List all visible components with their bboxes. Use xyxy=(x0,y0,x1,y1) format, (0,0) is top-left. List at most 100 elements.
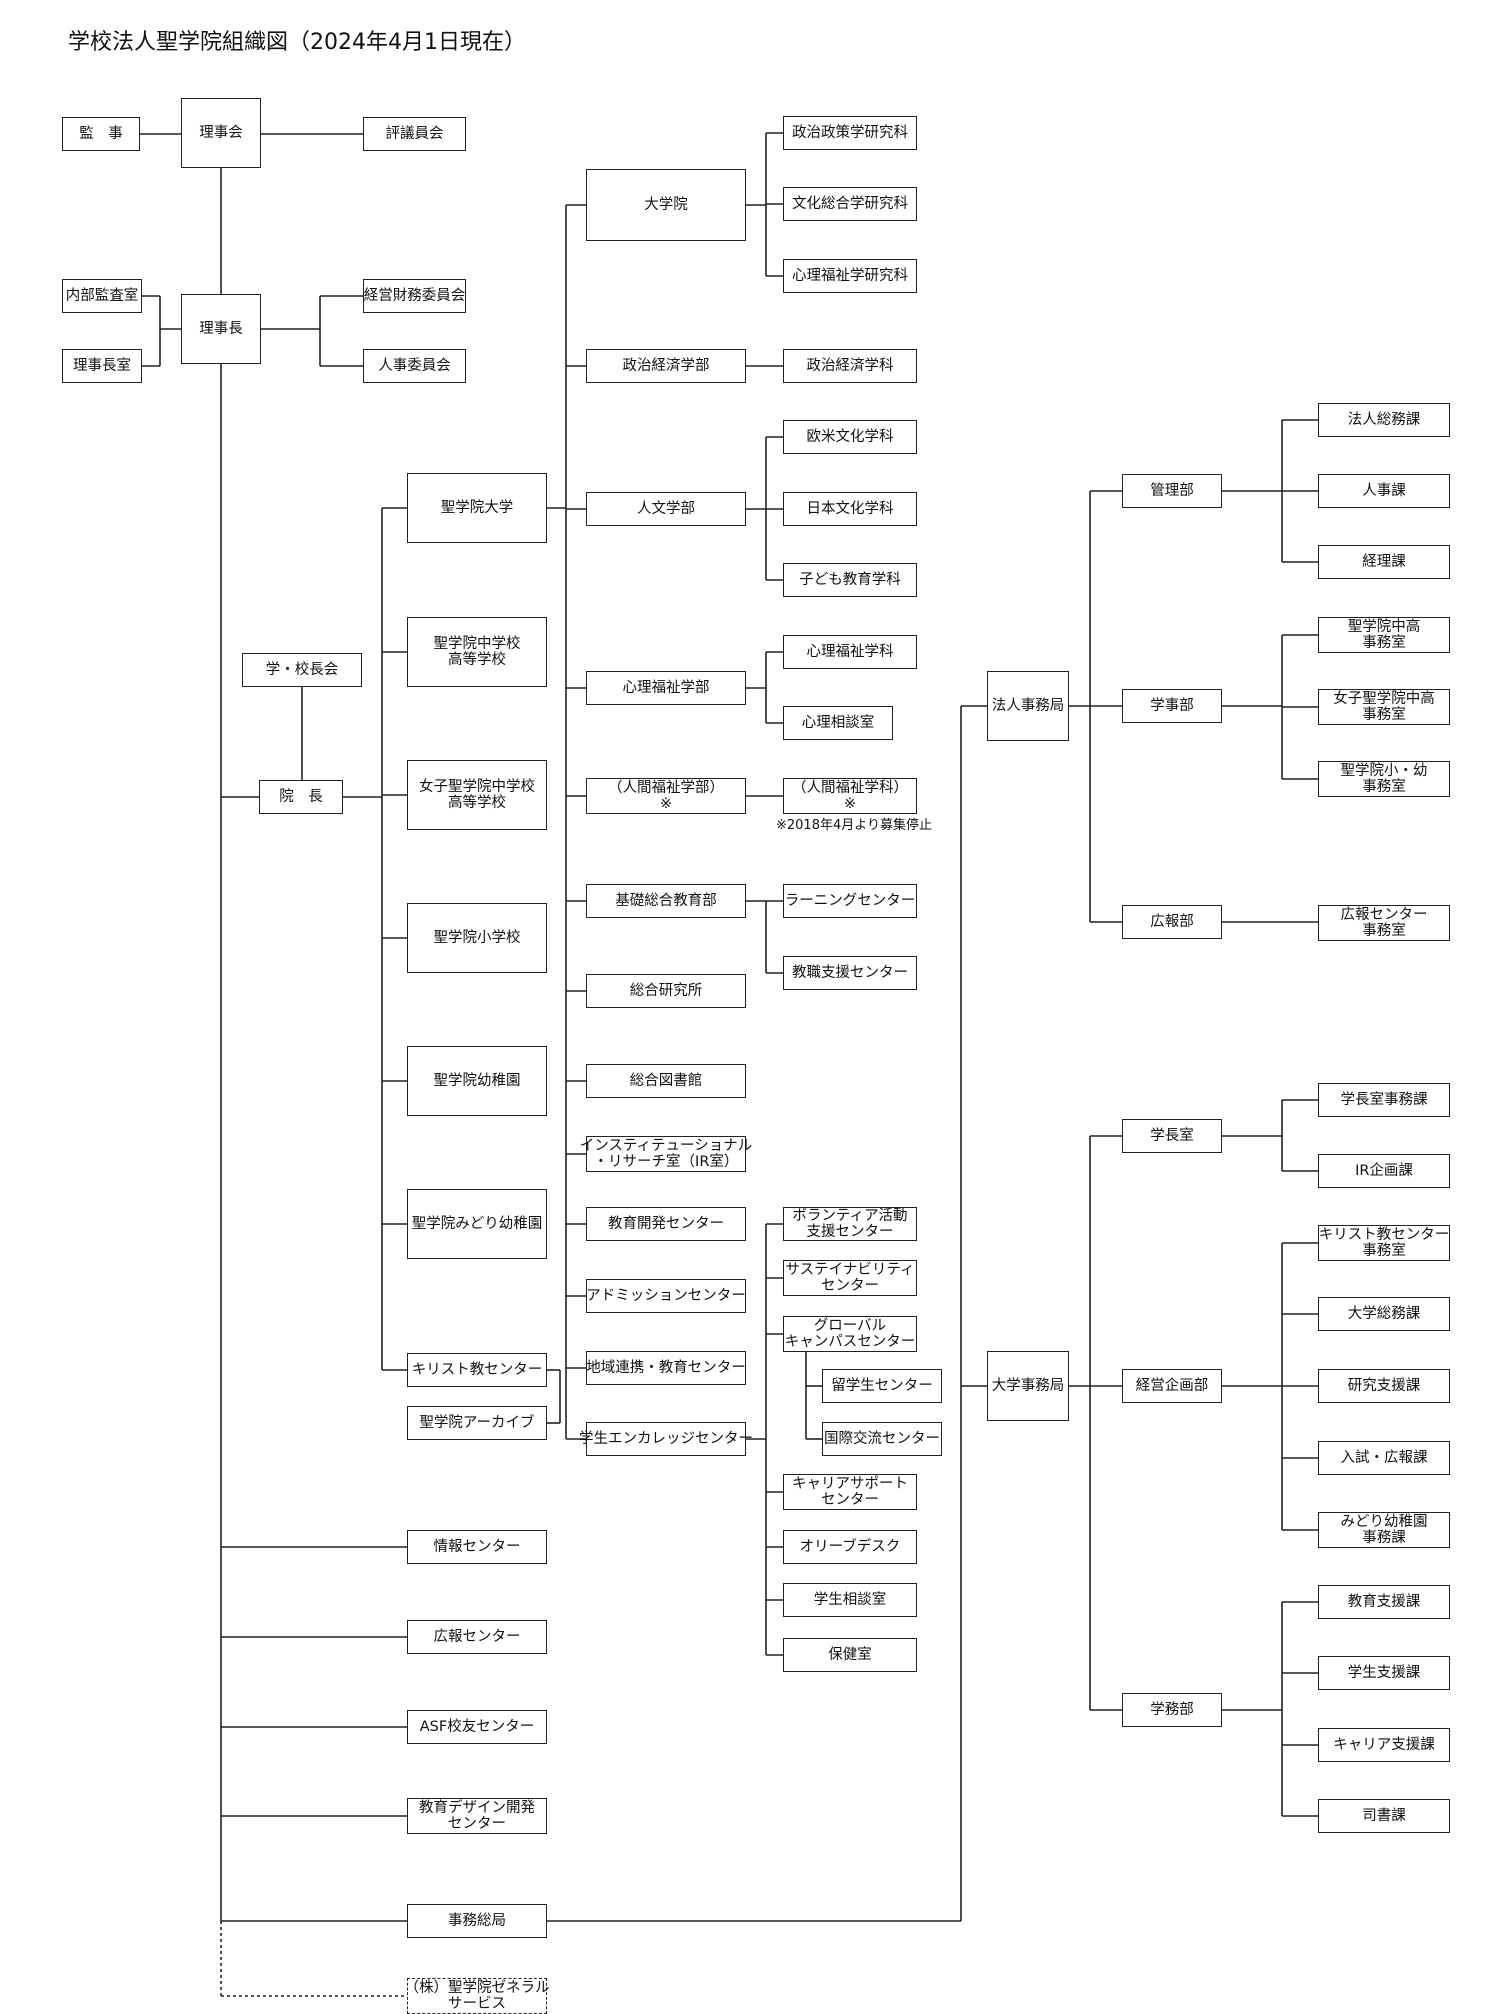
org-unit-seikei-ka: 政治経済学科 xyxy=(783,349,917,383)
org-unit-label: 留学生センター xyxy=(831,1377,933,1394)
org-unit-label: 教職支援センター xyxy=(792,964,908,981)
org-unit-general: （株）聖学院ゼネラルサービス xyxy=(404,1978,550,2014)
org-unit-label: 学長室 xyxy=(1150,1127,1194,1144)
org-unit-label: みどり幼稚園 xyxy=(1340,1513,1428,1530)
org-unit-label: 教育開発センター xyxy=(608,1215,724,1232)
org-unit-learning: ラーニングセンター xyxy=(783,884,917,918)
org-unit-gakucho: 学長室 xyxy=(1122,1119,1222,1153)
org-unit-label: キャリア支援課 xyxy=(1333,1736,1435,1753)
org-unit-kiso: 基礎総合教育部 xyxy=(586,884,746,918)
org-unit-label: 子ども教育学科 xyxy=(799,571,901,588)
org-unit-kyoiku-shien: 教育支援課 xyxy=(1318,1585,1450,1619)
org-unit-admission: アドミッションセンター xyxy=(586,1279,746,1313)
org-unit-ningen: （人間福祉学部）※ xyxy=(586,778,746,814)
org-unit-label: 心理福祉学科 xyxy=(806,643,894,660)
org-unit-label: 高等学校 xyxy=(448,795,506,811)
org-unit-label: 欧米文化学科 xyxy=(806,428,894,445)
org-unit-irkikaku: IR企画課 xyxy=(1318,1154,1450,1188)
org-unit-label: キャンパスセンター xyxy=(784,1334,916,1350)
org-unit-label: 事務室 xyxy=(1362,923,1406,939)
org-unit-daigakuin: 大学院 xyxy=(586,169,746,241)
chart-title: 学校法人聖学院組織図（2024年4月1日現在） xyxy=(68,30,526,55)
org-unit-label: 地域連携・教育センター xyxy=(586,1359,746,1376)
org-unit-joshi: 女子聖学院中学校高等学校 xyxy=(407,760,547,830)
org-unit-label: キリスト教センター xyxy=(411,1361,543,1378)
org-unit-label: サステイナビリティ xyxy=(785,1261,915,1278)
org-unit-label: 経営財務委員会 xyxy=(363,287,466,304)
org-unit-label: 学長室事務課 xyxy=(1340,1091,1428,1108)
org-unit-somu: 法人総務課 xyxy=(1318,403,1450,437)
org-unit-seiji-kenkyu: 政治政策学研究科 xyxy=(783,116,917,150)
org-unit-label: 女子聖学院中高 xyxy=(1333,690,1435,707)
org-unit-ryugaku: 留学生センター xyxy=(822,1369,942,1403)
org-unit-label: 学事部 xyxy=(1150,697,1194,714)
org-unit-label: 政治経済学科 xyxy=(806,357,894,374)
org-unit-keiei: 経営財務委員会 xyxy=(363,279,466,313)
org-unit-volunteer: ボランティア活動支援センター xyxy=(783,1207,917,1241)
org-unit-label: 評議員会 xyxy=(385,125,444,142)
org-unit-label: 院 長 xyxy=(279,788,323,805)
org-unit-olive: オリーブデスク xyxy=(783,1530,917,1564)
org-unit-ir: インスティテューショナル・リサーチ室（IR室） xyxy=(580,1136,752,1172)
org-unit-kyoiku-kaihatsu: 教育開発センター xyxy=(586,1207,746,1241)
org-unit-label: 事務課 xyxy=(1362,1530,1406,1546)
org-unit-label: オリーブデスク xyxy=(799,1538,901,1555)
org-unit-label: 人事委員会 xyxy=(378,357,451,374)
board-box: 理事会 xyxy=(181,98,261,168)
org-unit-gakusei-shien: 学生支援課 xyxy=(1318,1656,1450,1690)
org-unit-joho: 情報センター xyxy=(407,1530,547,1564)
org-unit-label: 理事会 xyxy=(199,124,243,141)
university-office-box: 大学事務局 xyxy=(987,1351,1069,1421)
org-unit-shoyo-jim: 聖学院小・幼事務室 xyxy=(1318,761,1450,797)
org-unit-gakucho-jim: 学長室事務課 xyxy=(1318,1083,1450,1117)
org-unit-yochien: 聖学院幼稚園 xyxy=(407,1046,547,1116)
org-unit-label: 事務総局 xyxy=(448,1912,506,1929)
org-unit-bunka-kenkyu: 文化総合学研究科 xyxy=(783,187,917,221)
org-unit-label: 入試・広報課 xyxy=(1340,1449,1428,1466)
org-unit-engage: 学生エンカレッジセンター xyxy=(579,1422,753,1456)
org-unit-label: 経営企画部 xyxy=(1135,1377,1209,1394)
org-unit-label: 司書課 xyxy=(1362,1807,1406,1824)
org-unit-label: 学務部 xyxy=(1150,1701,1194,1718)
org-unit-label: 法人事務局 xyxy=(991,697,1065,714)
org-unit-label: 女子聖学院中学校 xyxy=(419,778,535,795)
org-unit-label: 人文学部 xyxy=(637,500,695,517)
org-unit-kirisuto-jim: キリスト教センター事務室 xyxy=(1318,1225,1450,1261)
org-unit-jinjika: 人事課 xyxy=(1318,474,1450,508)
org-unit-label: 聖学院みどり幼稚園 xyxy=(411,1215,543,1232)
org-unit-sustain: サステイナビリティセンター xyxy=(783,1260,917,1296)
org-unit-label: 事務室 xyxy=(1362,779,1406,795)
org-unit-koho-c: 広報センター xyxy=(407,1620,547,1654)
org-unit-label: インスティテューショナル xyxy=(579,1137,753,1154)
org-unit-label: センター xyxy=(448,1816,506,1832)
org-unit-label: 心理相談室 xyxy=(801,714,875,731)
org-unit-label: 聖学院アーカイブ xyxy=(419,1414,535,1431)
org-unit-gakkochokai: 学・校長会 xyxy=(242,653,362,687)
org-unit-tosho: 総合図書館 xyxy=(586,1064,746,1098)
org-unit-ningen-ka: （人間福祉学科）※ xyxy=(783,778,917,814)
org-unit-label: アドミッションセンター xyxy=(586,1287,746,1304)
org-unit-midori-jim: みどり幼稚園事務課 xyxy=(1318,1512,1450,1548)
org-unit-chuko-jim: 聖学院中高事務室 xyxy=(1318,617,1450,653)
org-unit-design: 教育デザイン開発センター xyxy=(407,1798,547,1834)
org-unit-label: 心理福祉学研究科 xyxy=(792,267,908,284)
org-unit-gakusei-sodan: 学生相談室 xyxy=(783,1583,917,1617)
org-unit-label: 経理課 xyxy=(1362,553,1406,570)
org-unit-label: 政治経済学部 xyxy=(622,357,710,374)
org-unit-kohobu: 広報部 xyxy=(1122,905,1222,939)
org-unit-joshi-jim: 女子聖学院中高事務室 xyxy=(1318,689,1450,725)
org-unit-nyushi: 入試・広報課 xyxy=(1318,1441,1450,1475)
org-unit-label: （株）聖学院ゼネラル xyxy=(404,1979,550,1996)
org-unit-label: 高等学校 xyxy=(448,652,506,668)
org-unit-obei: 欧米文化学科 xyxy=(783,420,917,454)
org-unit-rijichoshitsu: 理事長室 xyxy=(62,349,142,383)
org-unit-kirisuto: キリスト教センター xyxy=(407,1353,547,1387)
org-unit-label: 事務室 xyxy=(1362,1243,1406,1259)
org-unit-gakuji: 学事部 xyxy=(1122,689,1222,723)
org-unit-gakumu: 学務部 xyxy=(1122,1693,1222,1727)
org-unit-sodan: 心理相談室 xyxy=(783,706,893,740)
org-unit-label: キリスト教センター xyxy=(1318,1226,1450,1243)
org-unit-label: 監 事 xyxy=(79,125,123,142)
org-unit-univ: 聖学院大学 xyxy=(407,473,547,543)
org-unit-label: キャリアサポート xyxy=(792,1475,908,1492)
